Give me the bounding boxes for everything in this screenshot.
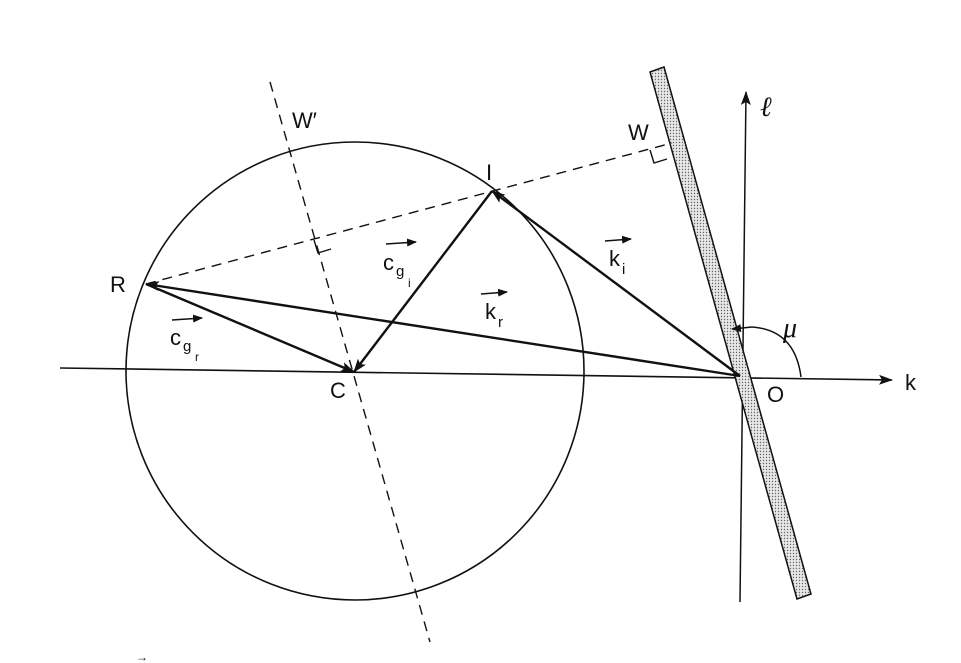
vector-k-i [491,190,741,377]
svg-text:k: k [485,299,497,324]
label-k-axis: k [905,370,917,395]
vector-cg-i [353,190,493,373]
right-angle-mark-center [313,239,332,254]
dispersion-circle [125,141,585,601]
l-axis [739,91,751,603]
label-mu: μ [782,313,797,344]
label-i: I [486,160,492,185]
label-cg-r: c g r [170,314,203,364]
label-o: O [767,382,784,407]
stray-arrow-mark: → [136,650,148,663]
label-r: R [110,272,126,297]
svg-text:k: k [609,246,621,271]
mu-pointer-arrow [731,324,753,333]
label-k-i: k i [604,235,632,278]
barrier-strip [649,66,812,600]
svg-text:g: g [396,263,404,280]
label-c: C [330,378,346,403]
dashed-line-wprime [269,81,431,643]
label-l-axis: ℓ [760,92,772,123]
label-w-prime: W′ [292,108,317,133]
svg-text:r: r [498,314,503,331]
k-axis [59,367,893,385]
vector-k-r [145,281,741,378]
svg-text:r: r [195,350,199,364]
label-w: W [628,120,649,145]
svg-text:c: c [383,250,394,275]
svg-text:g: g [183,338,191,355]
svg-text:i: i [622,261,625,278]
label-cg-i: c g i [383,238,417,290]
label-k-r: k r [480,288,508,331]
vector-cg-r [145,282,355,374]
mu-angle-arc [751,326,802,378]
svg-text:c: c [170,325,181,350]
right-angle-mark-w [649,149,668,164]
svg-text:i: i [408,276,411,290]
dashed-line-rw [145,142,673,285]
